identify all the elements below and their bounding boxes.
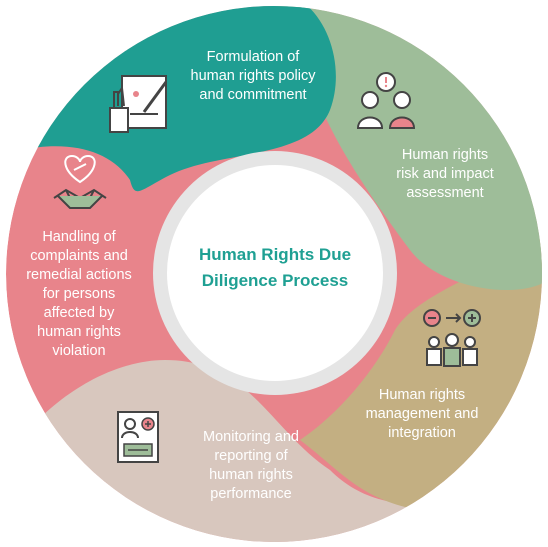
group-minus-plus-icon <box>423 309 481 367</box>
report-document-icon <box>117 411 159 463</box>
hand-vote-pen-icon <box>109 75 168 133</box>
center-circle <box>167 165 383 381</box>
step-label-policy: Formulation of human rights policy and c… <box>190 49 316 103</box>
heart-handshake-icon <box>53 154 107 209</box>
segment-monitoring <box>6 360 542 542</box>
step-label-risk: Human rights risk and impact assessment <box>396 147 494 201</box>
step-label-management: Human rights management and integration <box>365 387 479 441</box>
center-title: Human Rights Due Diligence Process <box>198 245 352 290</box>
step-label-monitoring: Monitoring and reporting of human rights… <box>203 429 299 502</box>
people-alert-icon <box>356 72 416 129</box>
step-label-complaints: Handling of complaints and remedial acti… <box>26 229 132 359</box>
